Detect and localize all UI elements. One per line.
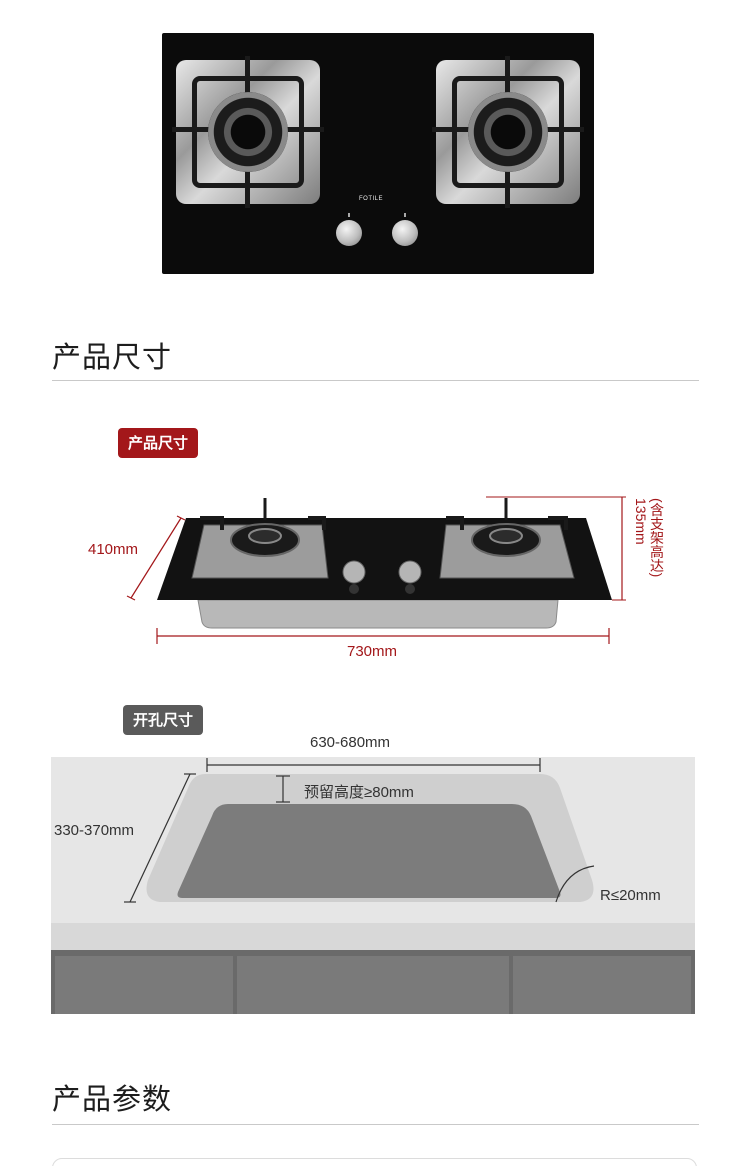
section-divider xyxy=(52,380,699,381)
countertop-edge xyxy=(51,923,695,950)
corner-radius-label: R≤20mm xyxy=(600,887,661,904)
brand-logo: FOTILE xyxy=(359,196,384,202)
product-depth-label: 410mm xyxy=(88,541,139,558)
left-control-knob xyxy=(336,220,362,246)
product-height-label: 135mm xyxy=(628,498,649,545)
cabinet xyxy=(51,950,695,1014)
product-height-value: 135mm xyxy=(633,498,649,545)
product-size-tag: 产品尺寸 xyxy=(118,428,199,458)
product-dimension-diagram xyxy=(126,496,626,644)
product-height-note: (含支架高达) xyxy=(649,498,665,578)
section-divider-params xyxy=(52,1124,699,1125)
left-burner-plate xyxy=(172,56,324,208)
left-burner xyxy=(208,92,288,172)
cutout-size-tag: 开孔尺寸 xyxy=(123,705,204,735)
params-card xyxy=(52,1158,697,1166)
clearance-label: 预留高度≥80mm xyxy=(304,784,414,801)
cutout-width-label: 630-680mm xyxy=(310,734,391,751)
section-title-params: 产品参数 xyxy=(52,1082,173,1116)
right-control-knob xyxy=(392,220,418,246)
product-photo: FOTILE xyxy=(162,33,594,274)
right-burner-plate xyxy=(432,56,584,208)
right-burner xyxy=(468,92,548,172)
cutout-depth-label: 330-370mm xyxy=(54,822,135,839)
product-width-label: 730mm xyxy=(347,643,398,660)
section-title-size: 产品尺寸 xyxy=(52,340,173,374)
